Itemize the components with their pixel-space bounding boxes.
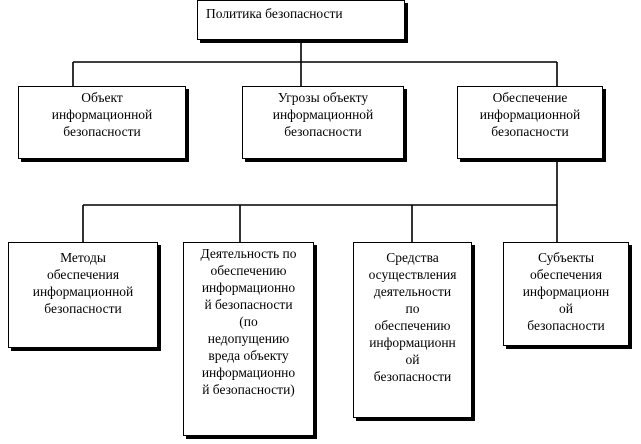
node-line: безопасности [373,369,452,384]
node-line: й безопасности) [202,382,295,397]
node-line: информационной [272,107,374,122]
node-security-object: Объект информационной безопасности [18,86,186,159]
node-provision-subjects: Субъекты обеспечения информационн ой без… [503,242,629,346]
node-security-policy: Политика безопасности [197,0,405,40]
node-provision-means: Средства осуществления деятельности по о… [353,242,472,418]
node-line: Средства [386,250,439,265]
node-line: информационно [201,365,296,380]
node-line: Деятельность по [200,246,297,261]
node-line: Объект [81,90,123,105]
node-line: (по [239,314,258,329]
node-line: по [405,301,420,316]
node-line: недопущению [207,331,290,346]
node-line: информационн [369,335,456,350]
node-line: безопасности [284,124,362,139]
node-line: й безопасности [204,297,293,312]
node-provision-activity: Деятельность по обеспечению информационн… [183,242,314,436]
node-line: обеспечения [46,267,120,282]
node-line: безопасности [491,124,569,139]
node-line: информационно [201,280,296,295]
node-line: информационной [51,107,153,122]
node-line: безопасности [63,124,141,139]
node-line: информационной [479,107,581,122]
node-line: информационн [522,284,610,299]
node-line: Методы [60,250,106,265]
node-line: ой [405,352,420,367]
node-line: Политика безопасности [206,6,343,21]
node-line: Обеспечение [492,90,568,105]
node-line: безопасности [44,301,122,316]
node-line: ой [559,301,573,316]
node-line: вреда объекту [208,348,289,363]
node-line: Субъекты [537,250,595,265]
node-line: безопасности [527,318,605,333]
node-line: обеспечения [529,267,603,282]
node-line: обеспечению [210,263,287,278]
node-provision-methods: Методы обеспечения информационной безопа… [8,242,158,348]
node-line: информационной [32,284,134,299]
node-security-threats: Угрозы объекту информационной безопаснос… [242,86,404,159]
node-line: Угрозы объекту [277,90,369,105]
node-line: деятельности [373,284,452,299]
node-line: обеспечению [374,318,451,333]
node-line: осуществления [368,267,457,282]
node-security-provision: Обеспечение информационной безопасности [457,86,603,159]
